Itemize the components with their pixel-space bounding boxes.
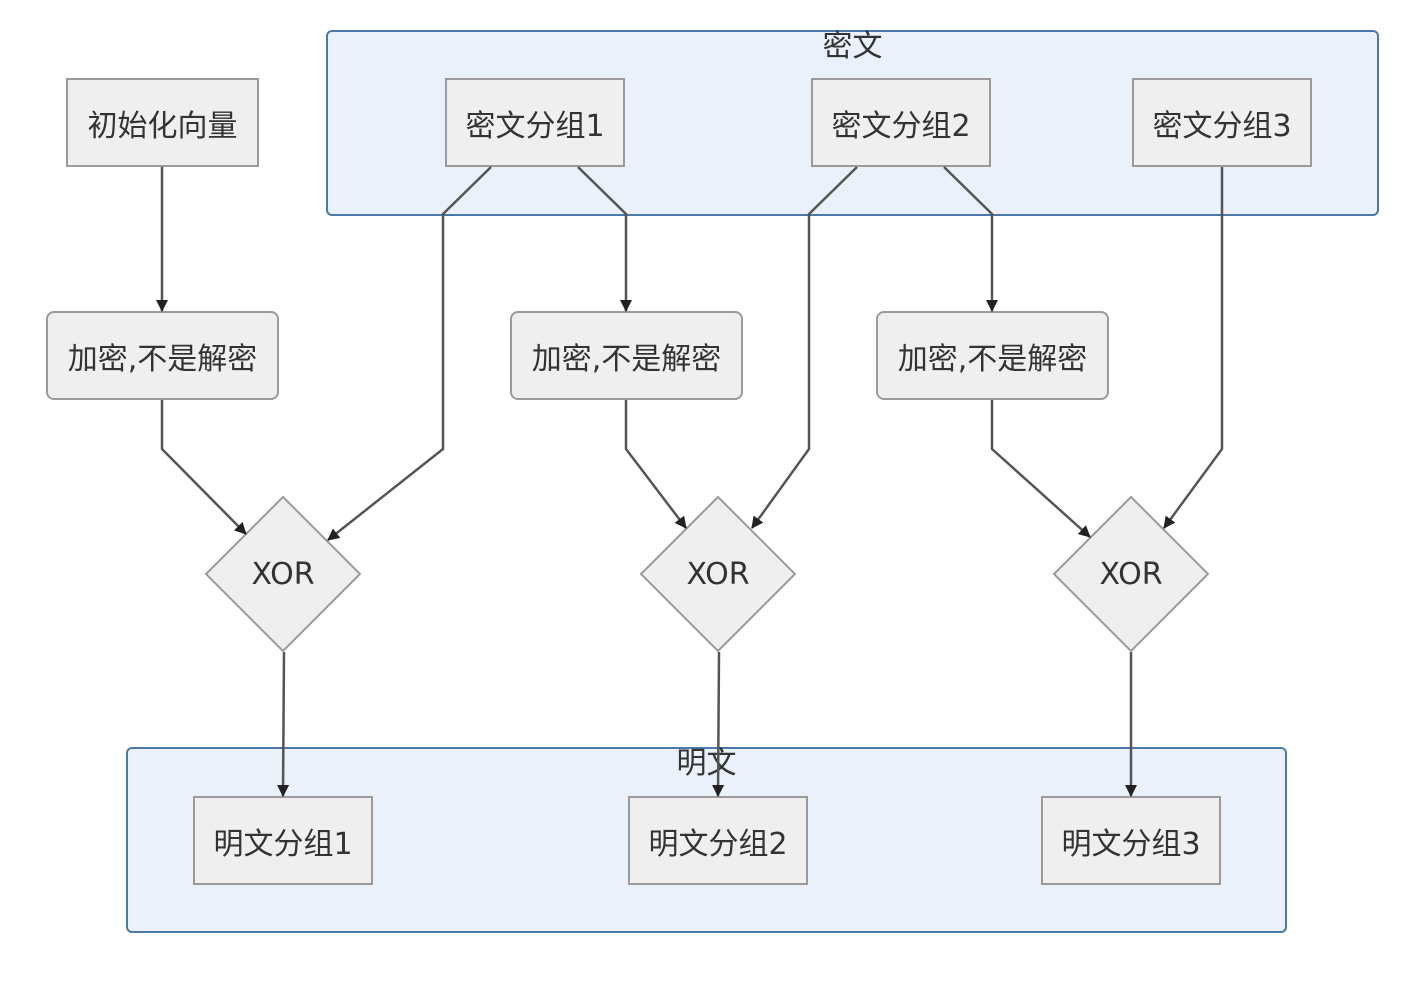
edge-cipher-1-to-xor-1 bbox=[327, 166, 492, 541]
edge-cipher-2-to-xor-2 bbox=[750, 166, 858, 529]
xor-node-3: XOR bbox=[1053, 496, 1209, 652]
xor-diamond-shape-1 bbox=[205, 496, 361, 652]
cipher-block-3-node: 密文分组3 bbox=[1132, 78, 1312, 167]
xor-diamond-shape-3 bbox=[1053, 496, 1209, 652]
xor-label-2: XOR bbox=[686, 556, 750, 592]
xor-node-2: XOR bbox=[640, 496, 796, 652]
encrypt-node-2: 加密,不是解密 bbox=[510, 311, 743, 400]
encrypt-node-3: 加密,不是解密 bbox=[876, 311, 1109, 400]
initialization-vector-node: 初始化向量 bbox=[66, 78, 259, 167]
encrypt-node-1: 加密,不是解密 bbox=[46, 311, 279, 400]
plain-block-2-node: 明文分组2 bbox=[628, 796, 808, 885]
xor-label-3: XOR bbox=[1099, 556, 1163, 592]
xor-diamond-shape-2 bbox=[640, 496, 796, 652]
xor-label-1: XOR bbox=[251, 556, 315, 592]
plain-block-3-node: 明文分组3 bbox=[1041, 796, 1221, 885]
xor-node-1: XOR bbox=[205, 496, 361, 652]
plaintext-cluster-title: 明文 bbox=[676, 746, 737, 781]
plain-block-1-node: 明文分组1 bbox=[193, 796, 373, 885]
ciphertext-cluster-title: 密文 bbox=[822, 29, 883, 64]
cipher-block-1-node: 密文分组1 bbox=[445, 78, 625, 167]
cipher-block-2-node: 密文分组2 bbox=[811, 78, 991, 167]
edge-cipher-3-to-xor-3 bbox=[1162, 167, 1224, 529]
